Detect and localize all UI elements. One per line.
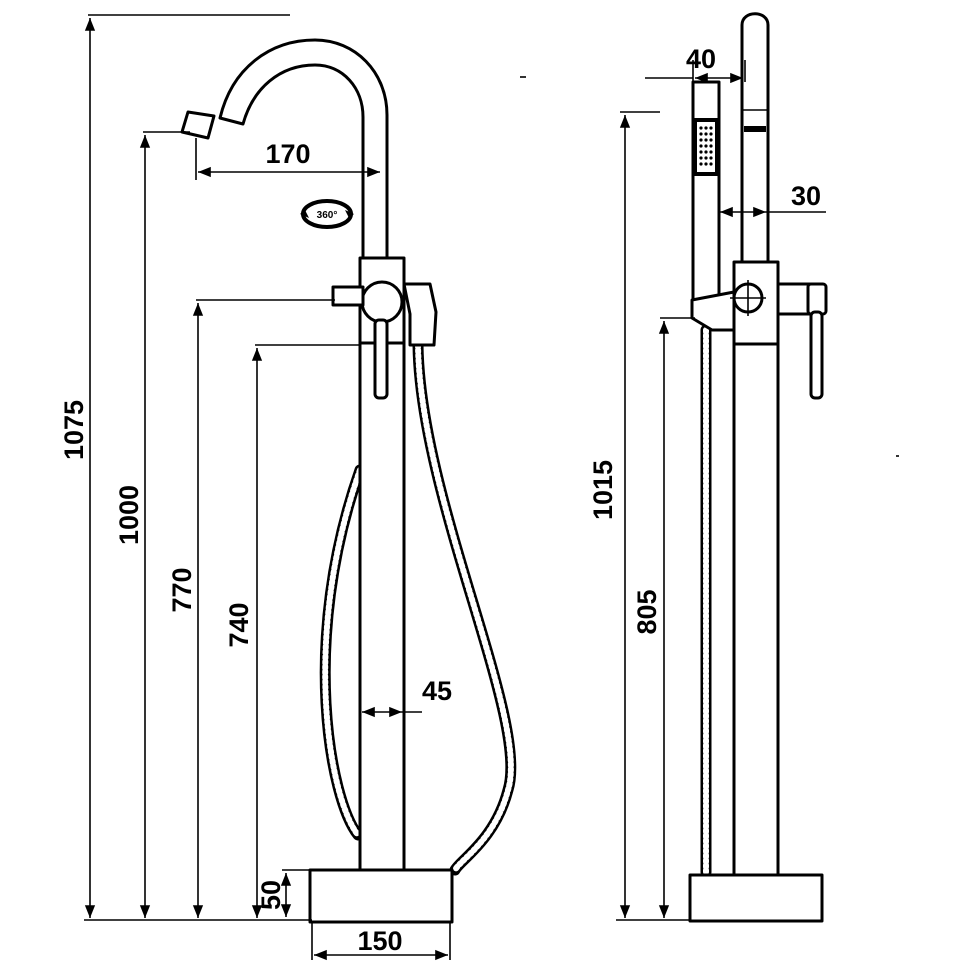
dim-label-30: 30	[791, 181, 821, 211]
side-handle-lever	[806, 282, 828, 316]
dim-label-45: 45	[422, 676, 452, 706]
front-spout-tip	[180, 110, 216, 140]
dim-label-1000: 1000	[114, 485, 144, 545]
front-handle-lever	[373, 318, 389, 400]
front-base	[308, 868, 454, 924]
dim-label-50: 50	[256, 880, 286, 910]
front-column	[358, 338, 406, 872]
dim-label-770: 770	[167, 567, 197, 612]
front-hose-connector	[402, 282, 438, 347]
side-hand-shower	[691, 80, 721, 302]
dim-label-170: 170	[265, 139, 310, 169]
dim-label-40: 40	[686, 44, 716, 74]
dim-label-150: 150	[357, 926, 402, 956]
rotation-label: 360°	[317, 210, 338, 221]
side-view	[688, 12, 828, 923]
side-dimensions: 40 30 1015 805	[588, 44, 826, 921]
front-valve-stub	[331, 285, 365, 307]
side-base	[688, 873, 824, 923]
side-holder	[690, 290, 736, 332]
front-hose	[319, 339, 517, 876]
dim-label-805: 805	[632, 589, 662, 634]
front-dimensions: 1075 1000 770 740 50 170 45 150	[59, 14, 452, 961]
rotation-icon: 360°	[300, 199, 354, 229]
shower-head-icon	[693, 118, 719, 176]
side-spout	[740, 12, 770, 264]
dim-label-1075: 1075	[59, 400, 89, 460]
front-view: 360°	[180, 38, 517, 924]
side-handle-drop	[809, 310, 824, 400]
side-column	[732, 338, 780, 877]
dim-label-1015: 1015	[588, 460, 618, 520]
dim-label-740: 740	[224, 602, 254, 647]
front-handle-hub	[360, 280, 404, 324]
side-handle-hub	[776, 282, 812, 316]
front-spout	[218, 38, 389, 260]
